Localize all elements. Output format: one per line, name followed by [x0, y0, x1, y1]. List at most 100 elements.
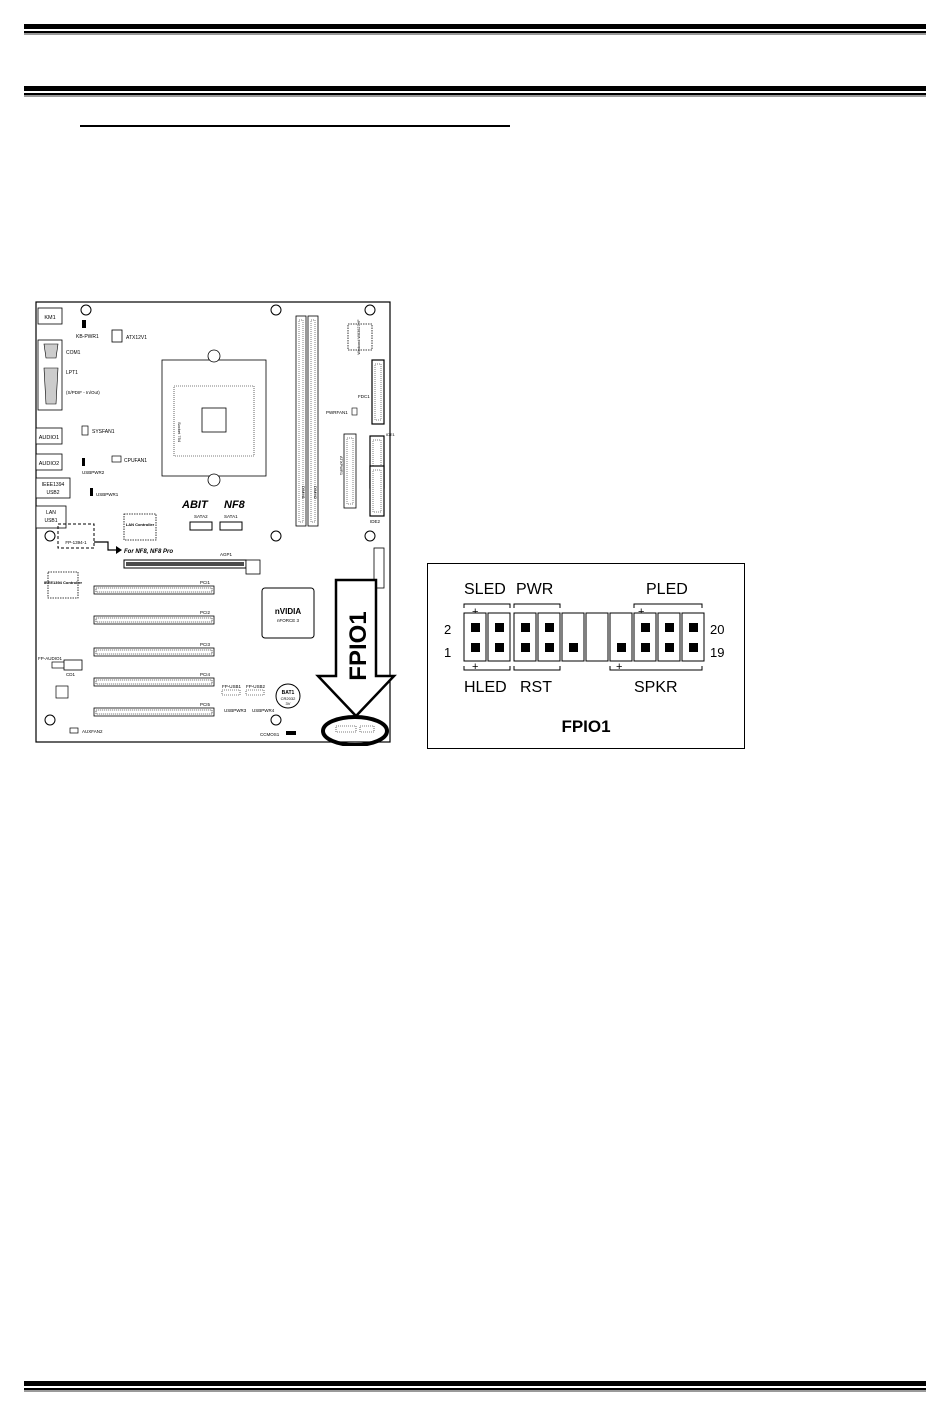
- pin-dots: [471, 623, 698, 652]
- atx12v-label: ATX12V1: [126, 335, 147, 341]
- dimm1-label: DIMM1: [301, 486, 306, 500]
- footer-rule: [24, 1381, 926, 1392]
- cpufan-connector: [111, 455, 122, 463]
- usbpwr1-jumper: [90, 488, 93, 496]
- dimm2-slot: [307, 315, 319, 527]
- fdc-connector: [371, 359, 385, 425]
- battery-type-label: CR2032: [281, 696, 296, 701]
- socket-label: Socket 754: [177, 422, 182, 443]
- sled-label: SLED: [464, 581, 506, 598]
- usbpwr4-label: USBPWR4: [252, 708, 275, 713]
- com-label: COM1: [66, 350, 81, 356]
- sled-plus: +: [472, 606, 478, 618]
- fpio1-pinout-panel: SLED PWR PLED + + 2 1 20 19: [427, 563, 745, 749]
- fpio-arrow-label: FPIO1: [345, 611, 372, 680]
- winbond-chip: [347, 323, 373, 351]
- usb2-label: USB2: [46, 490, 59, 496]
- pci5-label: PCI5: [200, 702, 211, 707]
- header-rule-bottom: [24, 86, 926, 97]
- sata1-connector: [219, 521, 243, 531]
- fp-audio-label: FP-AUDIO1: [38, 656, 63, 661]
- battery-voltage-label: 3V: [286, 701, 291, 706]
- fdc-label: FDC1: [358, 394, 370, 399]
- fp-usb2-header: [245, 689, 265, 696]
- spkr-plus: +: [616, 661, 622, 673]
- hled-plus: +: [472, 661, 478, 673]
- brand-label: ABIT: [181, 499, 209, 511]
- pci3-label: PCI3: [200, 642, 211, 647]
- hled-label: HLED: [464, 679, 507, 696]
- kb-pwr-label: KB-PWR1: [76, 334, 99, 340]
- rst-label: RST: [520, 679, 552, 696]
- pled-plus: +: [638, 606, 644, 618]
- ccmos-jumper: [286, 731, 296, 735]
- sata2-connector: [189, 521, 213, 531]
- sysfan-connector: [81, 425, 89, 436]
- agp-label: AGP1: [220, 552, 233, 557]
- ide1-label: IDE1: [386, 432, 396, 437]
- winbond-label: Winbond W83627HF: [357, 319, 361, 355]
- pin-header: [463, 612, 705, 662]
- dimm2-label: DIMM2: [313, 486, 318, 500]
- ccmos-label: CCMOS1: [260, 732, 280, 737]
- audio1-label: AUDIO1: [39, 435, 59, 441]
- pwr-label: PWR: [516, 581, 553, 598]
- sata1-label: SATA1: [224, 514, 238, 519]
- usbpwr2-jumper: [82, 458, 85, 466]
- auxfan-label: AUXFAN2: [82, 729, 103, 734]
- usb1-label: USB1: [44, 518, 57, 524]
- km-port: [37, 307, 63, 325]
- audio2-label: AUDIO2: [39, 461, 59, 467]
- pled-label: PLED: [646, 581, 688, 598]
- fp-usb2-label: FP-USB2: [246, 684, 266, 689]
- nvidia-chipset: [261, 587, 315, 639]
- ieee-label: IEEE1394: [42, 482, 65, 488]
- pin-20-label: 20: [710, 622, 724, 637]
- cpufan-label: CPUFAN1: [124, 458, 147, 464]
- battery-label: BAT1: [282, 690, 295, 696]
- fpio-arrow: [315, 578, 397, 718]
- models-note: For NF8, NF8 Pro: [124, 549, 173, 555]
- pci2-label: PCI2: [200, 610, 211, 615]
- lan-controller-chip: [123, 513, 157, 541]
- ieee-controller-label: IEEE1394 Controller: [44, 580, 83, 585]
- ide2-connector: [369, 465, 385, 517]
- pin-1-label: 1: [444, 645, 451, 660]
- spkr-label: SPKR: [634, 679, 678, 696]
- spdif-label: (S/PDIF - In/Out): [66, 390, 100, 395]
- pci4-label: PCI4: [200, 672, 211, 677]
- atx12v-connector: [111, 329, 123, 343]
- subheading-underline: [80, 125, 510, 127]
- ieee-controller-chip: [47, 571, 79, 599]
- usbpwr1-label: USBPWR1: [96, 492, 119, 497]
- motherboard-layout-diagram: KM1 KB-PWR1 ATX12V1 COM1 LPT1 (S/PDIF - …: [35, 301, 397, 746]
- dimm1-slot: [295, 315, 307, 527]
- cd-connector: [63, 659, 83, 671]
- fpio1-title: FPIO1: [561, 717, 610, 736]
- battery: [275, 683, 301, 709]
- chipset-brand-label: nVIDIA: [275, 607, 301, 616]
- pin-19-label: 19: [710, 645, 724, 660]
- lan-controller-label: LAN Controller: [126, 522, 155, 527]
- auxfan-connector: [69, 727, 79, 734]
- atxpwr-connector: [343, 433, 357, 509]
- ieee-usb2-port: [35, 477, 71, 499]
- fp-usb1-header: [221, 689, 241, 696]
- pin-2-label: 2: [444, 622, 451, 637]
- lpt-label: LPT1: [66, 370, 78, 376]
- header-rule-top: [24, 24, 926, 35]
- pwrfan-label: PWRFAN1: [326, 410, 348, 415]
- usbpwr2-label: USBPWR2: [82, 470, 105, 475]
- model-label: NF8: [224, 499, 246, 511]
- chipset-model-label: nFORCE 3: [277, 618, 300, 623]
- fp1394-label: FP-1394-1: [65, 540, 87, 545]
- fpio-highlight-ring: [321, 715, 389, 746]
- pci1-label: PCI1: [200, 580, 211, 585]
- lan-usb1-port: [35, 505, 67, 529]
- fpio-header-mini: [335, 725, 357, 733]
- lan-label: LAN: [46, 510, 56, 516]
- pci-slots: [93, 585, 215, 717]
- pwrfan-connector: [351, 407, 358, 416]
- sysfan-label: SYSFAN1: [92, 429, 115, 435]
- cd-label: CD1: [66, 672, 75, 677]
